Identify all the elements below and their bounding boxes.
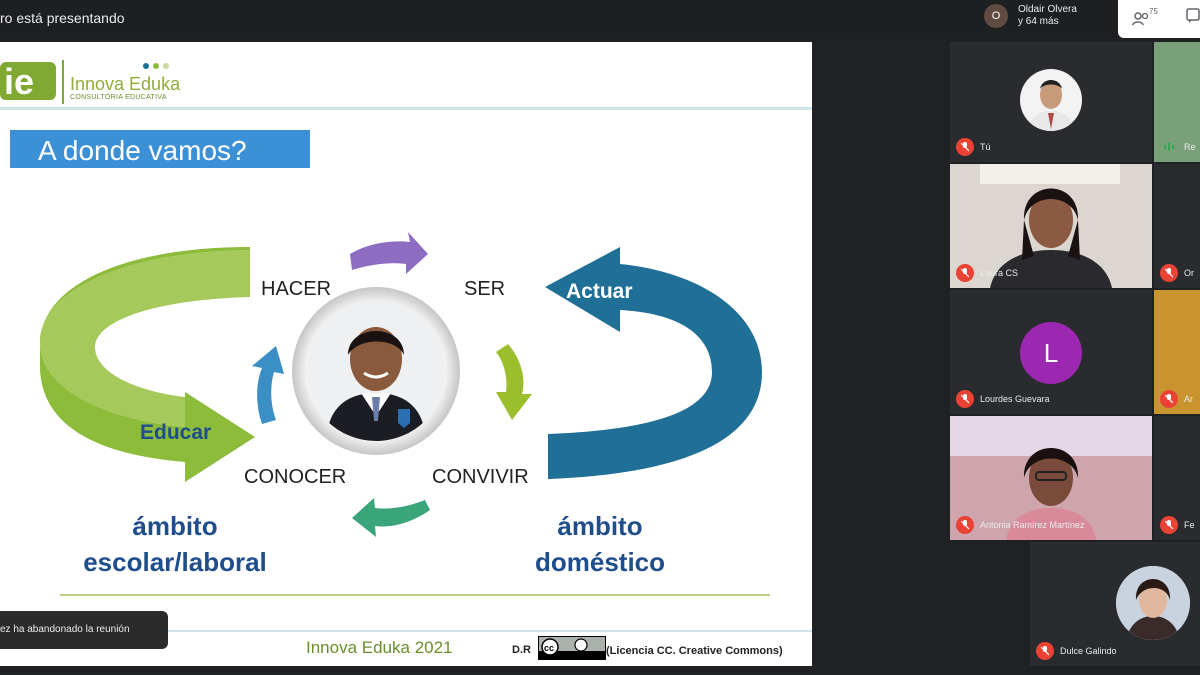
participant-tile-laura[interactable]: Laura CS: [950, 164, 1152, 288]
actuar-arrow: [545, 247, 762, 479]
participant-tile-self[interactable]: Tú: [950, 42, 1152, 162]
host-line1: Oldair Olvera: [1018, 4, 1077, 15]
participant-tile-or[interactable]: Or: [1154, 164, 1200, 288]
participant-name: Re: [1184, 142, 1196, 152]
educar-arrow: [39, 247, 255, 482]
ambito-right: ámbito doméstico: [480, 508, 720, 580]
self-avatar: [1020, 69, 1082, 131]
toast-text: ez ha abandonado la reunión: [0, 624, 130, 635]
host-avatar: O: [984, 4, 1008, 28]
participant-name: Dulce Galindo: [1060, 646, 1117, 656]
chat-button[interactable]: [1186, 8, 1200, 29]
label-hacer: HACER: [261, 278, 332, 300]
innova-eduka-logo: ie: [0, 60, 169, 104]
participant-tile-dulce[interactable]: Dulce Galindo: [1030, 542, 1200, 666]
participant-name: Tú: [980, 142, 991, 152]
self-photo: [1028, 80, 1074, 131]
ambito-left-line2: escolar/laboral: [83, 547, 267, 577]
presenting-status: ro está presentando: [0, 10, 125, 26]
label-conocer: CONOCER: [244, 466, 347, 488]
student-illustration: [306, 301, 446, 441]
cc-license-badge: cc: [538, 636, 606, 660]
student-photo: [306, 301, 446, 441]
mic-off-icon: [1036, 642, 1054, 660]
brand-name: Innova Eduka: [70, 74, 181, 94]
mic-off-icon: [1160, 264, 1178, 282]
host-names: Oldair Olvera y 64 más: [1018, 4, 1077, 28]
ambito-right-line1: ámbito: [557, 511, 643, 541]
slide-title: A donde vamos?: [38, 135, 247, 166]
svg-text:cc: cc: [544, 643, 554, 653]
label-ser: SER: [464, 278, 506, 300]
participant-chip[interactable]: O Oldair Olvera y 64 más: [984, 4, 1077, 28]
participant-name: Fe: [1184, 520, 1195, 530]
participant-tile-lourdes[interactable]: L Lourdes Guevara: [950, 290, 1152, 414]
label-educar: Educar: [140, 421, 212, 444]
green-small-arrow: [496, 344, 532, 420]
teal-arrow: [352, 498, 430, 537]
dulce-photo: [1116, 566, 1190, 640]
purple-arrow: [350, 232, 428, 274]
dulce-avatar: [1116, 566, 1190, 640]
participant-name: Lourdes Guevara: [980, 394, 1050, 404]
meeting-top-bar: ro está presentando O Oldair Olvera y 64…: [0, 0, 1200, 38]
content-divider: [60, 594, 770, 596]
shared-slide: ie Innova Eduka CONSULTORIA EDUCATIVA A …: [0, 42, 812, 666]
speaking-icon: [1160, 138, 1178, 156]
ambito-left-line1: ámbito: [132, 511, 218, 541]
slide-title-box: A donde vamos?: [10, 130, 310, 168]
footer-license: (Licencia CC. Creative Commons): [606, 645, 783, 657]
brand-subtitle: CONSULTORIA EDUCATIVA: [70, 94, 167, 101]
mic-off-icon: [1160, 516, 1178, 534]
laura-video: [950, 164, 1152, 288]
label-convivir: CONVIVIR: [432, 466, 529, 488]
people-button[interactable]: [1124, 6, 1158, 32]
participant-name: Ar: [1184, 394, 1193, 404]
header-divider: [0, 107, 812, 110]
notification-toast: ez ha abandonado la reunión: [0, 611, 168, 649]
initial-avatar: L: [1020, 322, 1082, 384]
mic-off-icon: [956, 264, 974, 282]
participant-name: Or: [1184, 268, 1194, 278]
mic-off-icon: [956, 516, 974, 534]
host-line2: y 64 más: [1018, 16, 1059, 27]
footer-divider: [0, 630, 812, 632]
mic-off-icon: [956, 390, 974, 408]
participant-name: Antonia Ramírez Martínez: [980, 520, 1085, 530]
mic-off-icon: [956, 138, 974, 156]
ambito-right-line2: doméstico: [534, 547, 666, 577]
participant-tile-fe[interactable]: Fe: [1154, 416, 1200, 540]
footer-dr: D.R: [512, 644, 531, 656]
svg-text:ie: ie: [4, 61, 34, 102]
participant-tile-re[interactable]: Re: [1154, 42, 1200, 162]
people-count: 75: [1149, 7, 1158, 16]
footer-brand: Innova Eduka 2021: [306, 638, 453, 657]
participant-tile-antonia[interactable]: Antonia Ramírez Martínez: [950, 416, 1152, 540]
cc-icon: cc: [539, 637, 605, 659]
antonia-video: [950, 416, 1152, 540]
mic-off-icon: [1160, 390, 1178, 408]
participant-tile-ar[interactable]: Ar: [1154, 290, 1200, 414]
ambito-left: ámbito escolar/laboral: [40, 508, 310, 580]
participant-name: Laura CS: [980, 268, 1019, 278]
chat-icon: [1186, 8, 1200, 23]
cycle-diagram: [39, 232, 762, 537]
label-actuar: Actuar: [566, 280, 633, 303]
people-icon: [1132, 12, 1149, 26]
blue-small-arrow: [252, 346, 284, 424]
